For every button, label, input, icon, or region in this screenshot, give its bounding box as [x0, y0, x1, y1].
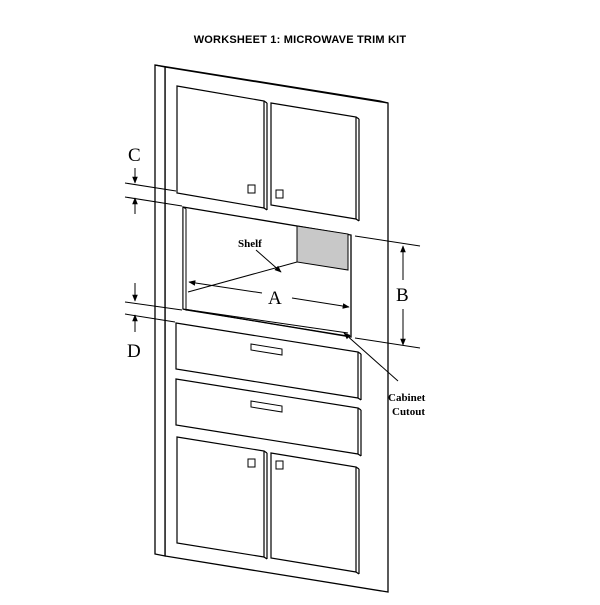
knob-icon [275, 460, 284, 470]
dimension-b: B [354, 235, 421, 349]
upper-right-door [270, 102, 360, 222]
worksheet-title: WORKSHEET 1: MICROWAVE TRIM KIT [193, 34, 407, 46]
dimension-d: D [124, 283, 183, 362]
upper-drawer [175, 322, 362, 401]
shelf-label: Shelf [238, 238, 262, 250]
drawer-handle-icon [250, 343, 283, 356]
cutout-label-line1: Cabinet [388, 392, 426, 404]
dimension-c-label: C [128, 145, 141, 166]
dimension-b-label: B [396, 285, 409, 306]
lower-drawer [175, 378, 362, 457]
shelf-callout: Shelf [238, 238, 282, 273]
knob-icon [247, 458, 256, 468]
dimension-a: A [188, 280, 350, 309]
lower-left-door [176, 436, 268, 560]
lower-right-door [270, 452, 360, 575]
dimension-c: C [124, 145, 183, 214]
cabinet-cutout [182, 206, 352, 338]
upper-left-door [176, 85, 268, 211]
knob-icon [275, 189, 284, 199]
drawer-handle-icon [250, 400, 283, 413]
dimension-d-label: D [127, 341, 141, 362]
dimension-a-label: A [268, 288, 282, 309]
cutout-callout: Cabinet Cutout [343, 332, 426, 418]
cutout-label-line2: Cutout [392, 406, 425, 418]
shelf-back-panel [296, 225, 349, 271]
knob-icon [247, 184, 256, 194]
